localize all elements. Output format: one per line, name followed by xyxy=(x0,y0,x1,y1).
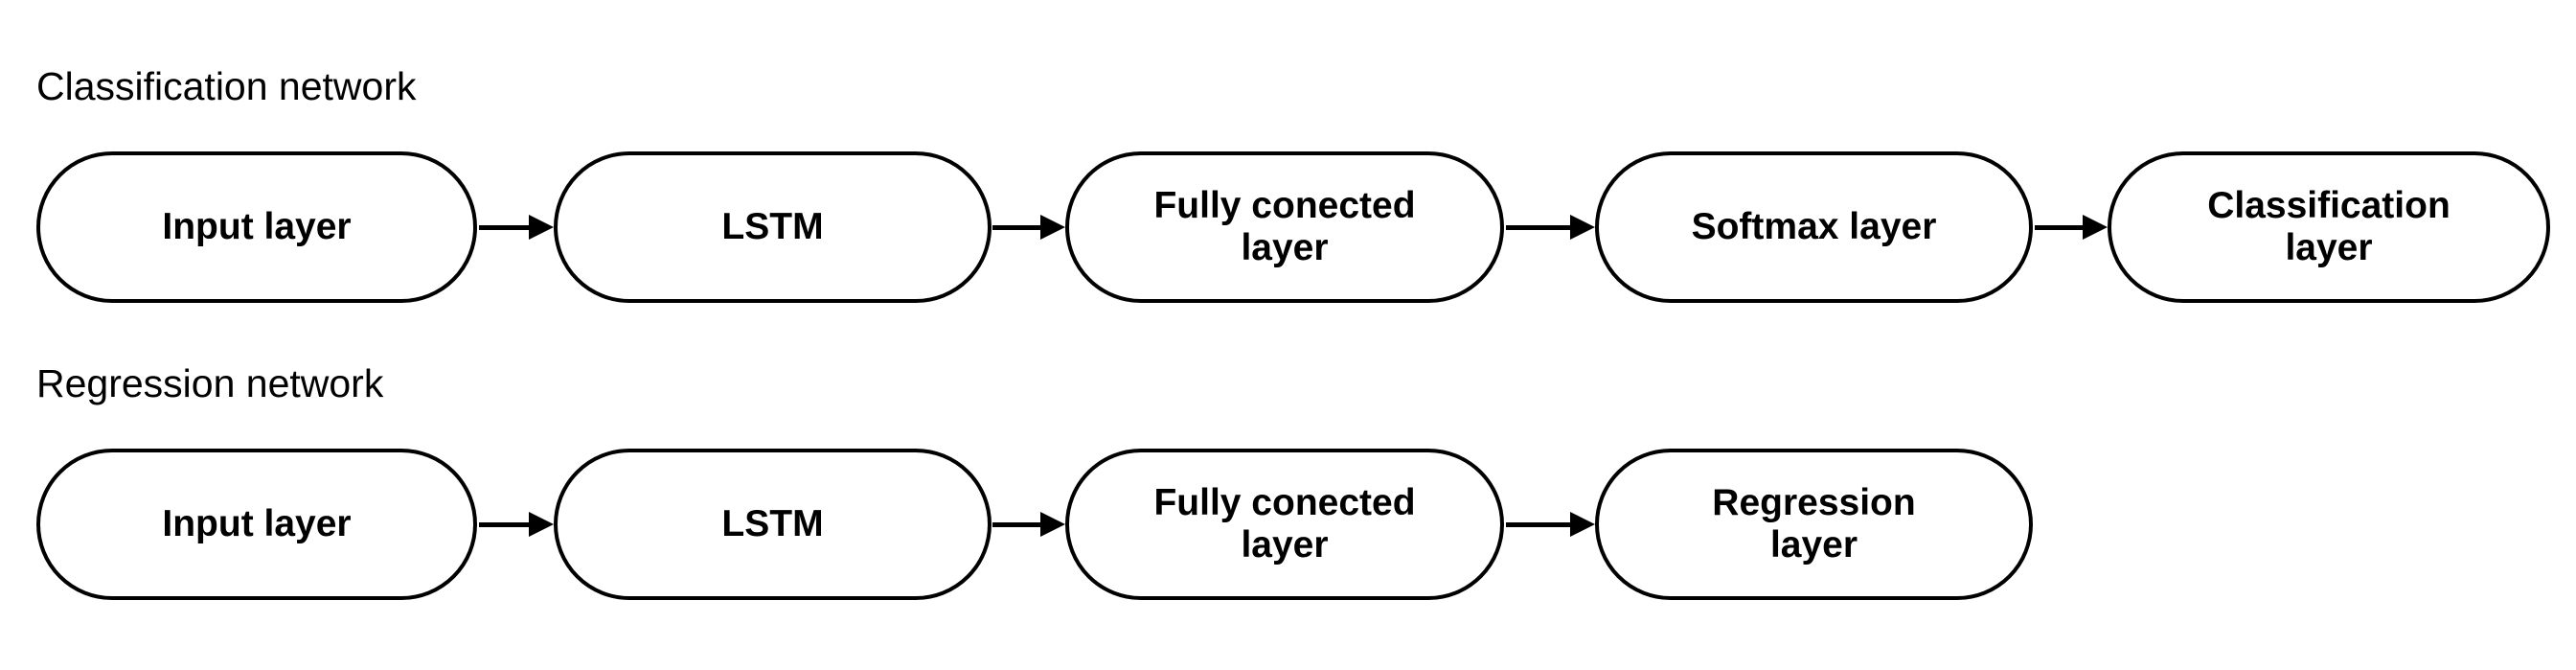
pipeline-row-regression: Input layer LSTM Fully conected layer Re… xyxy=(0,449,2576,602)
node-classification-layer[interactable]: Classification layer xyxy=(2108,151,2550,303)
arrow-lstm-to-fully-connected xyxy=(992,512,1065,537)
node-lstm[interactable]: LSTM xyxy=(554,449,992,600)
arrow-head-icon xyxy=(2083,215,2108,240)
arrow-head-icon xyxy=(529,512,554,537)
arrow-head-icon xyxy=(1040,215,1065,240)
node-label: LSTM xyxy=(721,206,824,248)
node-label: LSTM xyxy=(721,503,824,545)
arrow-head-icon xyxy=(529,215,554,240)
node-label: Input layer xyxy=(162,206,352,248)
arrow-softmax-to-classification xyxy=(2035,215,2108,240)
node-label: Fully conected layer xyxy=(1153,482,1416,566)
node-input-layer[interactable]: Input layer xyxy=(36,449,477,600)
arrow-input-to-lstm xyxy=(479,215,554,240)
node-label: Regression layer xyxy=(1712,482,1916,566)
arrow-head-icon xyxy=(1570,512,1595,537)
arrow-fully-connected-to-softmax xyxy=(1506,215,1595,240)
arrow-shaft xyxy=(1506,522,1574,527)
arrow-head-icon xyxy=(1040,512,1065,537)
node-input-layer[interactable]: Input layer xyxy=(36,151,477,303)
section-title-classification: Classification network xyxy=(36,64,417,108)
arrow-lstm-to-fully-connected xyxy=(992,215,1065,240)
arrow-shaft xyxy=(2035,225,2086,230)
node-label: Softmax layer xyxy=(1691,206,1937,248)
node-fully-connected-layer[interactable]: Fully conected layer xyxy=(1065,449,1504,600)
arrow-input-to-lstm xyxy=(479,512,554,537)
arrow-shaft xyxy=(479,225,533,230)
arrow-shaft xyxy=(1506,225,1574,230)
node-softmax-layer[interactable]: Softmax layer xyxy=(1595,151,2033,303)
section-title-regression: Regression network xyxy=(36,361,384,405)
node-label: Input layer xyxy=(162,503,352,545)
arrow-shaft xyxy=(992,225,1044,230)
arrow-head-icon xyxy=(1570,215,1595,240)
node-label: Classification layer xyxy=(2207,185,2451,268)
node-label: Fully conected layer xyxy=(1153,185,1416,268)
pipeline-row-classification: Input layer LSTM Fully conected layer So… xyxy=(0,151,2576,305)
node-lstm[interactable]: LSTM xyxy=(554,151,992,303)
node-regression-layer[interactable]: Regression layer xyxy=(1595,449,2033,600)
arrow-shaft xyxy=(479,522,533,527)
arrow-fully-connected-to-regression xyxy=(1506,512,1595,537)
node-fully-connected-layer[interactable]: Fully conected layer xyxy=(1065,151,1504,303)
arrow-shaft xyxy=(992,522,1044,527)
